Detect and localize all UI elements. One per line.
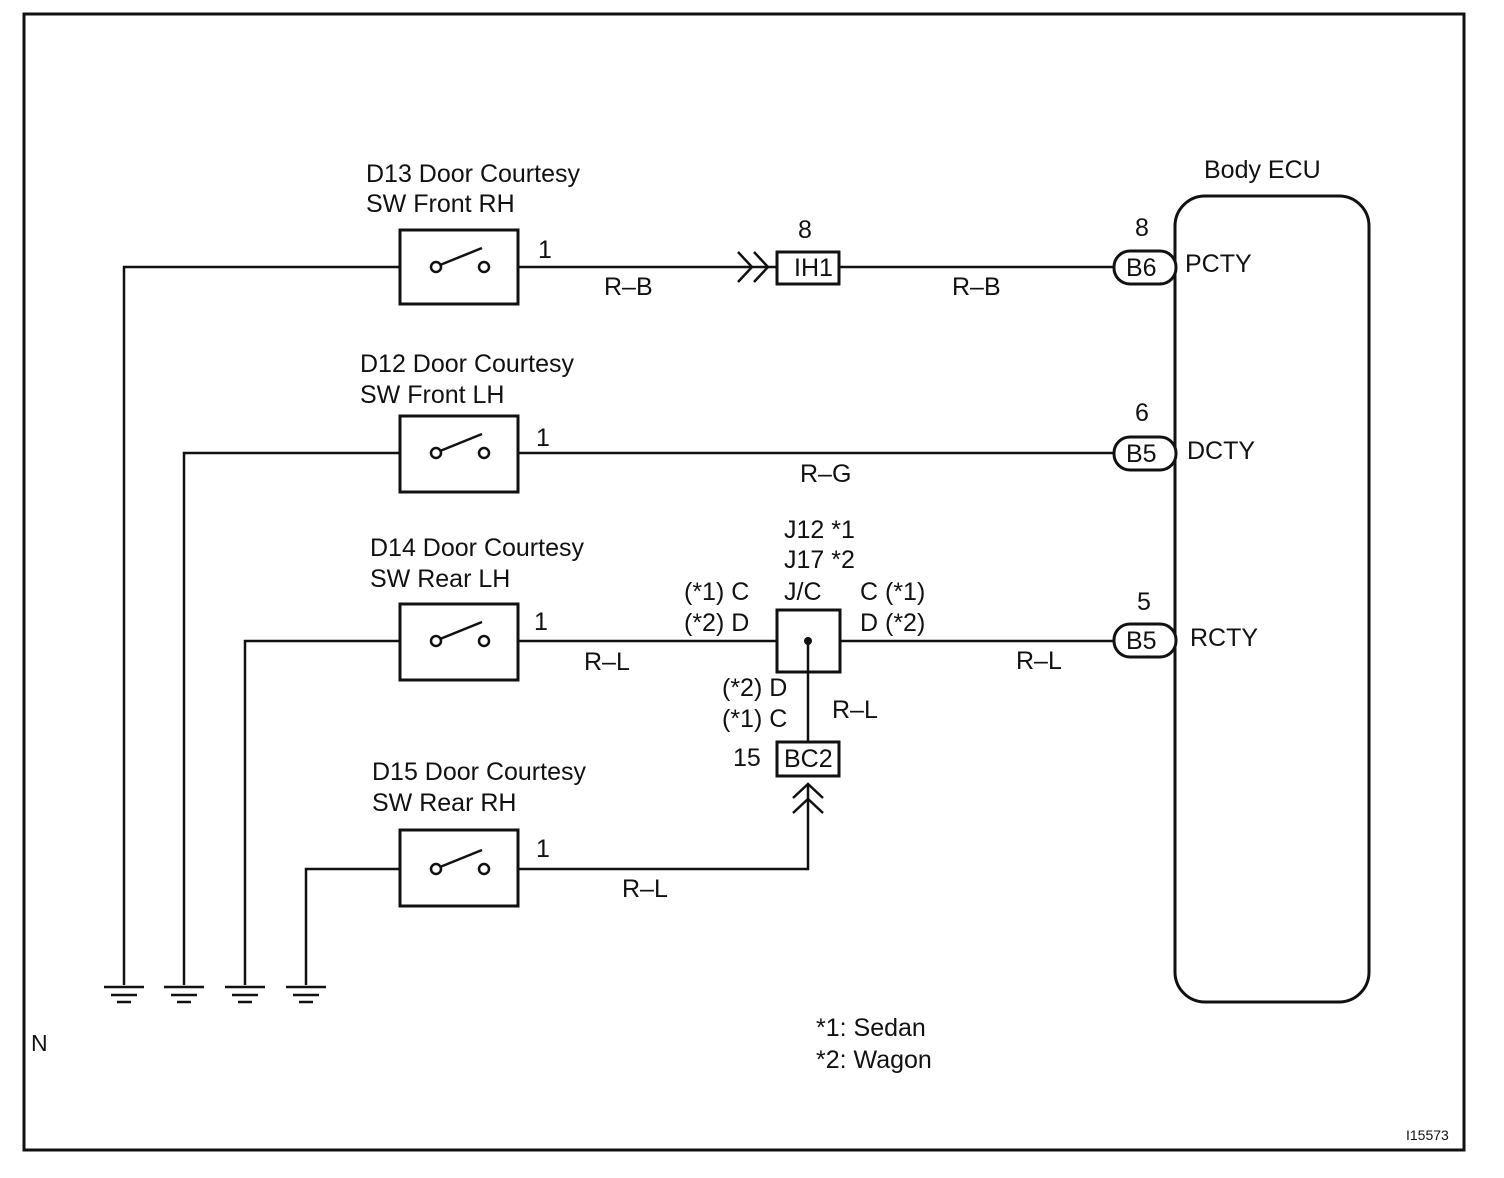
switch-d13 — [398, 228, 520, 306]
note-sedan: *1: Sedan — [816, 1014, 926, 1042]
note-wagon: *2: Wagon — [816, 1046, 932, 1074]
ground-symbol-3 — [225, 985, 265, 1004]
figure-id: I15573 — [1406, 1127, 1449, 1143]
switch-d14-title-line1: D14 Door Courtesy — [370, 534, 584, 562]
switch-d14 — [398, 602, 520, 682]
ih1-label: IH1 — [794, 254, 833, 282]
ecu-signal-rcty: RCTY — [1190, 624, 1258, 652]
ih1-pin: 8 — [798, 216, 812, 244]
switch-d14-title-line2: SW Rear LH — [370, 565, 510, 593]
switch-d13-pin: 1 — [538, 236, 552, 264]
junction-line3: J/C — [784, 578, 822, 606]
switch-d14-pin: 1 — [534, 608, 548, 636]
switch-d13-title-line1: D13 Door Courtesy — [366, 160, 580, 188]
ecu-connector-b5-dcty — [1112, 435, 1178, 472]
bc2-label: BC2 — [784, 745, 833, 773]
ground-symbol-1 — [104, 985, 144, 1004]
junction-line1: J12 *1 — [784, 516, 855, 544]
switch-d12 — [398, 414, 520, 494]
ground-wires — [122, 265, 400, 985]
switch-d15-title-line2: SW Rear RH — [372, 789, 516, 817]
wire-vertical-label: R–L — [832, 696, 878, 724]
switch-d15-title-line1: D15 Door Courtesy — [372, 758, 586, 786]
wire-row3-left-label: R–L — [584, 648, 630, 676]
wire-row2-label: R–G — [800, 460, 851, 488]
switch-d13-title-line2: SW Front RH — [366, 190, 515, 218]
junction-left-c: (*1) C — [684, 578, 749, 606]
ecu-connector-b6 — [1112, 249, 1178, 286]
switch-d12-title-line2: SW Front LH — [360, 381, 504, 409]
ecu-connector-b5-dcty-pin: 6 — [1135, 399, 1149, 427]
junction-bottom-d: (*2) D — [722, 674, 787, 702]
wire-row4 — [518, 784, 810, 871]
switch-d15 — [398, 828, 520, 908]
switch-d12-pin: 1 — [536, 424, 550, 452]
bc2-pin: 15 — [733, 744, 761, 772]
wire-row3-right-label: R–L — [1016, 647, 1062, 675]
ecu-title: Body ECU — [1204, 156, 1321, 184]
junction-connector — [775, 608, 842, 674]
ecu-connector-b5-rcty — [1112, 622, 1178, 659]
ecu-connector-b5-rcty-pin: 5 — [1137, 588, 1151, 616]
ecu-connector-b5-rcty-code: B5 — [1126, 627, 1157, 655]
diagram-frame — [22, 12, 1466, 1152]
junction-right-c: C (*1) — [860, 578, 925, 606]
wire-row1-right-label: R–B — [952, 273, 1001, 301]
junction-bottom-c: (*1) C — [722, 705, 787, 733]
ecu-signal-pcty: PCTY — [1185, 250, 1252, 278]
junction-right-d: D (*2) — [860, 609, 925, 637]
ground-symbol-2 — [164, 985, 204, 1004]
switch-d15-pin: 1 — [536, 835, 550, 863]
ecu-connector-b6-code: B6 — [1126, 254, 1157, 282]
wire-row4-label: R–L — [622, 875, 668, 903]
ecu-signal-dcty: DCTY — [1187, 437, 1255, 465]
ground-symbol-4 — [286, 985, 326, 1004]
ecu-connector-b5-dcty-code: B5 — [1126, 440, 1157, 468]
junction-left-d: (*2) D — [684, 609, 749, 637]
wire-row1-left-label: R–B — [604, 273, 653, 301]
corner-mark: N — [31, 1030, 48, 1056]
junction-line2: J17 *2 — [784, 546, 855, 574]
body-ecu — [1173, 194, 1371, 1004]
bc2-connector — [775, 740, 841, 778]
switch-d12-title-line1: D12 Door Courtesy — [360, 350, 574, 378]
wire-row1 — [518, 250, 1116, 286]
ecu-connector-b6-pin: 8 — [1135, 214, 1149, 242]
